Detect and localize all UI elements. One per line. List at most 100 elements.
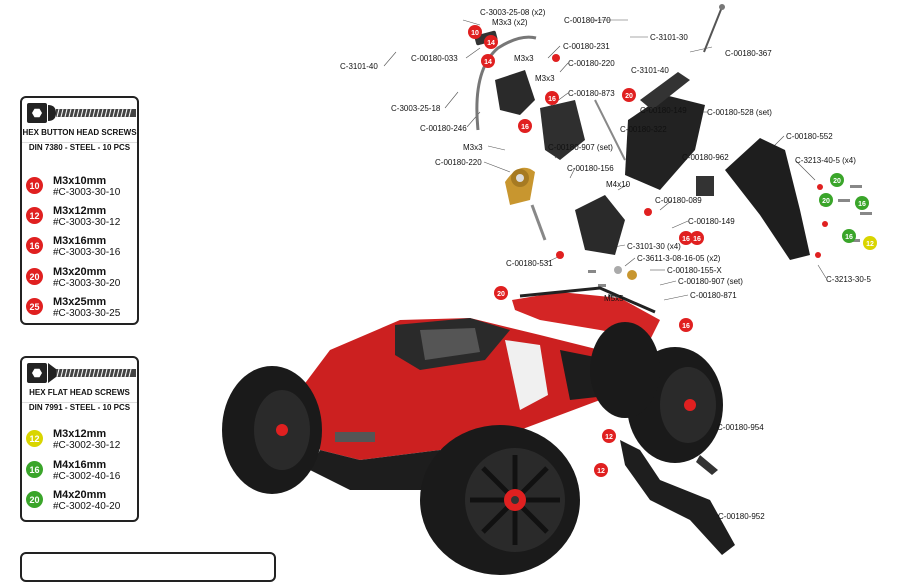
part-label: C-3213-40-5 (x4): [795, 156, 856, 165]
legend-header: HEX BUTTON HEAD SCREWS: [22, 98, 137, 143]
part-label: C-00180-367: [725, 49, 772, 58]
screw-size-badge: 20: [26, 268, 43, 285]
callout-badge: 12: [602, 429, 616, 443]
part-label: C-00180-322: [620, 125, 667, 134]
svg-text:16: 16: [858, 201, 866, 208]
screw-size: M3x20mm: [53, 266, 107, 278]
screw-code: #C-3003-30-16: [53, 247, 121, 258]
callout-badge: 16: [679, 231, 693, 245]
screw-size-badge: 16: [26, 237, 43, 254]
part-label: C-00180-962: [682, 153, 729, 162]
part-label: M5x5: [604, 294, 624, 303]
part-label: M3x3 (x2): [492, 18, 528, 27]
callout-badge: 12: [863, 236, 877, 250]
screw-row: 16 M4x16mm#C-3002-40-16: [26, 459, 120, 482]
screw-row: 12 M3x12mm#C-3002-30-12: [26, 428, 120, 451]
wheel: [222, 366, 322, 494]
callout-badge: 16: [545, 91, 559, 105]
part-label: C-3003-25-18: [391, 104, 441, 113]
screw-size-badge: 20: [26, 491, 43, 508]
legend-hex-flat-screws: HEX FLAT HEAD SCREWS DIN 7991 - STEEL - …: [20, 356, 139, 522]
part-label: C-00180-954: [717, 423, 764, 432]
part-label: M3x3: [514, 54, 534, 63]
part-label: C-00180-552: [786, 132, 833, 141]
svg-text:16: 16: [682, 323, 690, 330]
part-label: C-3101-40: [631, 66, 669, 75]
callout-badge: 10: [468, 25, 482, 39]
part-label: C-00180-528 (set): [707, 108, 772, 117]
callout-badge: 16: [679, 318, 693, 332]
svg-text:10: 10: [471, 30, 479, 37]
legend-subtitle: DIN 7991 - STEEL - 10 PCS: [28, 403, 131, 412]
callout-badge: 20: [494, 286, 508, 300]
callout-badges: 10 14 14 16 16 20 16 16 20 20 16 16 12 2…: [468, 25, 877, 477]
part-label: M4x10: [606, 180, 631, 189]
part-label: C-00180-156: [567, 164, 614, 173]
screw-size: M3x25mm: [53, 296, 107, 308]
truck-illustration: [222, 286, 735, 575]
screw-code: #C-3003-30-25: [53, 308, 121, 319]
svg-text:14: 14: [484, 59, 492, 66]
part-label: C-00180-246: [420, 124, 467, 133]
screw-size-badge: 12: [26, 430, 43, 447]
svg-text:16: 16: [693, 236, 701, 243]
part-label: C-00180-531: [506, 259, 553, 268]
part-label: C-00180-907 (set): [678, 277, 743, 286]
part-label: C-00180-033: [411, 54, 458, 63]
part-label: C-00180-149: [688, 217, 735, 226]
callout-badge: 20: [830, 173, 844, 187]
svg-text:14: 14: [487, 40, 495, 47]
part-label: C-00180-231: [563, 42, 610, 51]
screw-code: #C-3002-30-12: [53, 440, 121, 451]
part-label: C-3101-30 (x4): [627, 242, 681, 251]
callout-badge: 20: [819, 193, 833, 207]
legend-subtitle: DIN 7380 - STEEL - 10 PCS: [28, 143, 131, 152]
screw-size-badge: 25: [26, 298, 43, 315]
screw-size: M4x20mm: [53, 489, 107, 501]
part-label: C-00180-907 (set): [548, 143, 613, 152]
callout-badge: 20: [622, 88, 636, 102]
screw-code: #C-3003-30-20: [53, 278, 121, 289]
svg-text:12: 12: [866, 241, 874, 248]
screw-row: 25 M3x25mm#C-3003-30-25: [26, 296, 120, 319]
part-label: C-00180-220: [435, 158, 482, 167]
svg-text:12: 12: [597, 468, 605, 475]
part-label: C-00180-170: [564, 16, 611, 25]
legend-header: HEX FLAT HEAD SCREWS: [22, 358, 137, 403]
flat-screw-icon: [26, 362, 138, 384]
hex-screw-icon: [26, 102, 138, 124]
screw-row: 12 M3x12mm#C-3003-30-12: [26, 205, 120, 228]
part-label: C-3101-40: [340, 62, 378, 71]
screw-size: M3x16mm: [53, 235, 107, 247]
svg-text:20: 20: [497, 291, 505, 298]
legend-title: HEX FLAT HEAD SCREWS: [29, 388, 130, 397]
callout-badge: 14: [484, 35, 498, 49]
svg-text:16: 16: [548, 96, 556, 103]
callout-badge: 16: [690, 231, 704, 245]
screw-size-badge: 10: [26, 177, 43, 194]
part-label: C-00180-155-X: [667, 266, 722, 275]
part-label: C-00180-952: [718, 512, 765, 521]
screw-row: 20 M3x20mm#C-3003-30-20: [26, 266, 120, 289]
part-label: C-00180-089: [655, 196, 702, 205]
screw-row: 16 M3x16mm#C-3003-30-16: [26, 235, 120, 258]
screw-size: M3x10mm: [53, 175, 107, 187]
svg-text:12: 12: [605, 434, 613, 441]
svg-text:20: 20: [833, 178, 841, 185]
suspension-parts: [474, 4, 872, 297]
wheel: [590, 322, 660, 418]
part-label: C-00180-149: [640, 106, 687, 115]
part-label: C-3213-30-5: [826, 275, 871, 284]
legend-title: HEX BUTTON HEAD SCREWS: [22, 128, 137, 137]
screw-code: #C-3002-40-16: [53, 471, 121, 482]
callout-badge: 16: [855, 196, 869, 210]
svg-text:16: 16: [521, 124, 529, 131]
part-label: C-00180-873: [568, 89, 615, 98]
screw-code: #C-3003-30-10: [53, 187, 121, 198]
screw-code: #C-3003-30-12: [53, 217, 121, 228]
wheel: [420, 425, 580, 575]
screw-size: M3x12mm: [53, 205, 107, 217]
svg-text:16: 16: [682, 236, 690, 243]
screw-size-badge: 16: [26, 461, 43, 478]
screw-row: 10 M3x10mm#C-3003-30-10: [26, 175, 120, 198]
